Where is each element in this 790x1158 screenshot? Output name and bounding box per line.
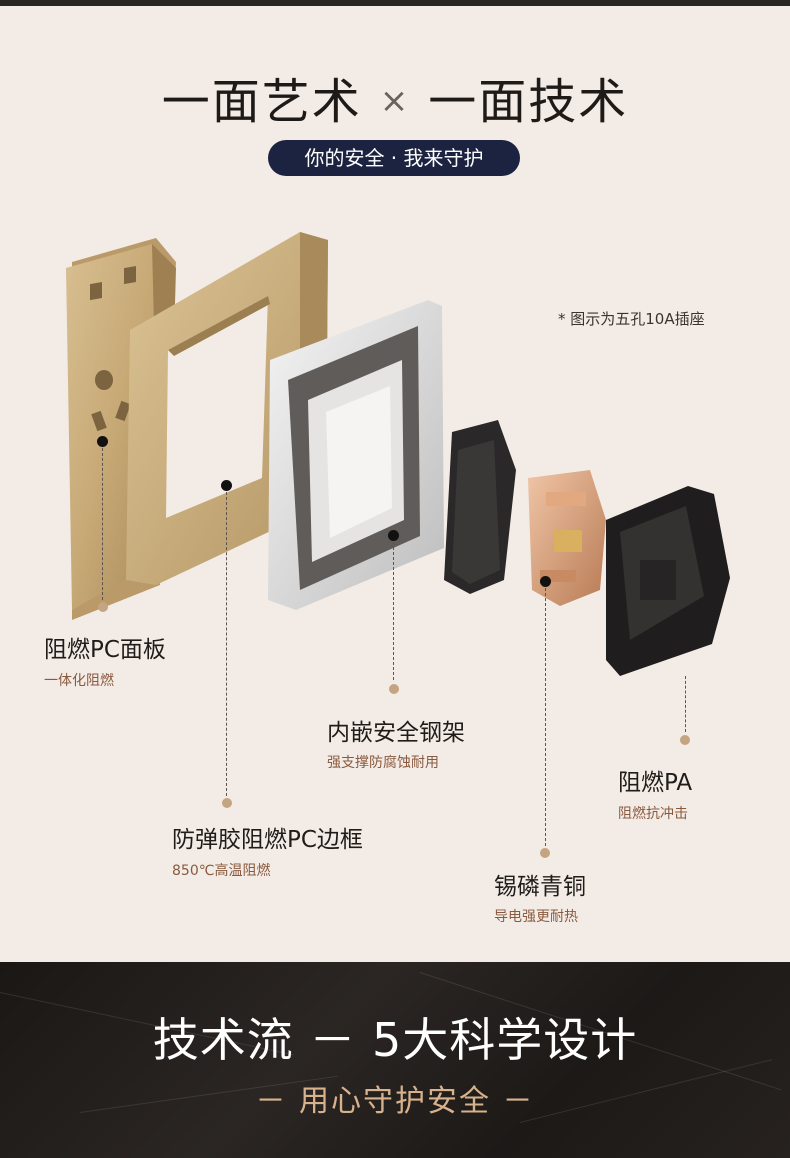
top-border (0, 0, 790, 6)
copper-marker (540, 576, 551, 587)
footer-banner: 技术流 － 5大科学设计 － 用心守护安全 － (0, 962, 790, 1158)
pa-dot (680, 735, 690, 745)
socket-type-note: * 图示为五孔10A插座 (558, 310, 705, 328)
steel-frame-leader (393, 542, 394, 680)
frame-leader (226, 492, 227, 796)
title-separator: × (379, 81, 411, 121)
frame-sub: 850℃高温阻燃 (172, 863, 271, 879)
frame-marker (221, 480, 232, 491)
title-right: 一面技术 (428, 74, 629, 130)
face-plate-label: 阻燃PC面板 (44, 637, 166, 663)
footer-subtitle: － 用心守护安全 － (255, 1084, 535, 1119)
pa-base (606, 486, 730, 676)
footer-title: 技术流 － 5大科学设计 (152, 1013, 638, 1067)
steel-frame-marker (388, 530, 399, 541)
pa-sub: 阻燃抗冲击 (618, 806, 688, 822)
steel-frame-dot (389, 684, 399, 694)
face-plate-dot (98, 602, 108, 612)
face-plate-sub: 一体化阻燃 (44, 673, 114, 689)
page-title: 一面艺术 × 一面技术 (0, 62, 790, 132)
face-plate-marker (97, 436, 108, 447)
steel-frame-label: 内嵌安全钢架 (327, 720, 465, 746)
copper-terminals (528, 470, 606, 606)
copper-label: 锡磷青铜 (494, 874, 586, 900)
face-plate-leader (102, 448, 103, 600)
copper-dot (540, 848, 550, 858)
black-module (444, 420, 516, 594)
tagline-badge: 你的安全 · 我来守护 (268, 140, 520, 176)
copper-leader (545, 588, 546, 846)
pa-label: 阻燃PA (618, 770, 693, 796)
copper-sub: 导电强更耐热 (494, 909, 578, 925)
steel-frame-sub: 强支撑防腐蚀耐用 (327, 755, 439, 771)
title-left: 一面艺术 (161, 74, 362, 130)
pa-leader (685, 676, 686, 732)
steel-frame (268, 300, 444, 610)
frame-dot (222, 798, 232, 808)
frame-label: 防弹胶阻燃PC边框 (172, 827, 363, 853)
